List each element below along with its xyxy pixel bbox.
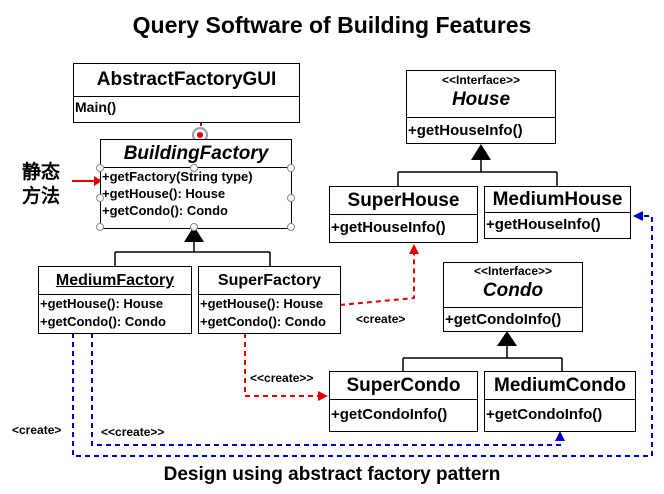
method-list: +getFactory(String type) +getHouse(): Ho… [101,168,291,219]
condo-inheritance [402,346,563,372]
class-name: MediumHouse [485,187,630,213]
method-get-condo-info: +getCondoInfo() [445,311,562,328]
method-main: Main() [75,99,117,115]
selection-handle[interactable] [287,194,295,202]
method-get-factory: +getFactory(String type) [102,169,253,184]
create-label-mediumcondo: <<create>> [101,425,165,439]
class-abstract-factory-gui: AbstractFactoryGUI Main() [73,63,300,123]
factory-inheritance-arrow [184,226,204,242]
method-list: +getHouse(): House +getCondo(): Condo [39,295,191,331]
class-house-interface: <<Interface>> House +getHouseInfo() [406,70,556,144]
class-name: Condo [482,280,544,301]
method-get-house-info: +getHouseInfo() [486,216,601,233]
method-get-condo-info: +getCondoInfo() [331,406,448,423]
class-building-factory[interactable]: BuildingFactory +getFactory(String type)… [100,139,292,229]
diagram-caption: Design using abstract factory pattern [163,464,501,485]
class-header: <<Interface>> Condo [444,263,582,308]
create-mediumcondo-arrow [91,333,561,446]
create-supercondo-arrow [244,333,320,397]
diagram-title: Query Software of Building Features [132,12,532,38]
method-get-house-info: +getHouseInfo() [331,219,446,236]
static-method-arrow [72,176,102,186]
stereotype: <<Interface>> [473,264,553,278]
method-get-condo: +getCondo(): Condo [102,203,228,218]
create-superhouse-arrow [339,252,415,306]
selection-handle[interactable] [96,223,104,231]
class-super-factory: SuperFactory +getHouse(): House +getCond… [198,266,341,334]
condo-inheritance-arrow [497,331,517,346]
selection-handle[interactable] [287,223,295,231]
selection-handle[interactable] [190,164,198,172]
method-get-house-info: +getHouseInfo() [408,122,523,139]
method-get-house: +getHouse(): House [40,296,164,311]
class-name: SuperHouse [330,187,477,215]
create-label-supercondo: <<create>> [250,371,314,385]
selection-handle[interactable] [287,164,295,172]
class-name: AbstractFactoryGUI [74,64,299,97]
method-get-house: +getHouse(): House [200,296,324,311]
class-medium-condo: MediumCondo +getCondoInfo() [484,371,636,432]
class-name: SuperCondo [330,372,477,400]
class-super-house: SuperHouse +getHouseInfo() [329,186,478,243]
method-get-house: +getHouse(): House [102,186,226,201]
house-inheritance-arrow [471,144,491,160]
static-method-note: 静态 方法 [22,161,61,207]
class-medium-house: MediumHouse +getHouseInfo() [484,186,631,239]
class-medium-factory: MediumFactory +getHouse(): House +getCon… [38,266,192,334]
selection-handle[interactable] [96,164,104,172]
factory-inheritance [114,242,271,266]
class-header: <<Interface>> House [407,71,555,118]
class-condo-interface: <<Interface>> Condo +getCondoInfo() [443,262,583,332]
method-get-condo: +getCondo(): Condo [200,314,326,329]
create-label-mediumhouse: <create> [12,423,62,437]
class-super-condo: SuperCondo +getCondoInfo() [329,371,478,432]
method-get-condo: +getCondo(): Condo [40,314,166,329]
class-name: MediumCondo [485,372,635,400]
class-name: House [451,89,511,110]
stereotype: <<Interface>> [441,73,521,87]
create-label-superhouse: <create> [356,312,406,326]
selection-handle[interactable] [96,194,104,202]
method-get-condo-info: +getCondoInfo() [486,406,603,423]
house-inheritance [397,160,558,187]
class-name: SuperFactory [199,267,340,295]
selection-handle[interactable] [190,223,198,231]
method-list: +getHouse(): House +getCondo(): Condo [199,295,340,331]
class-name: MediumFactory [39,267,191,295]
create-mediumhouse-arrow [72,215,653,457]
